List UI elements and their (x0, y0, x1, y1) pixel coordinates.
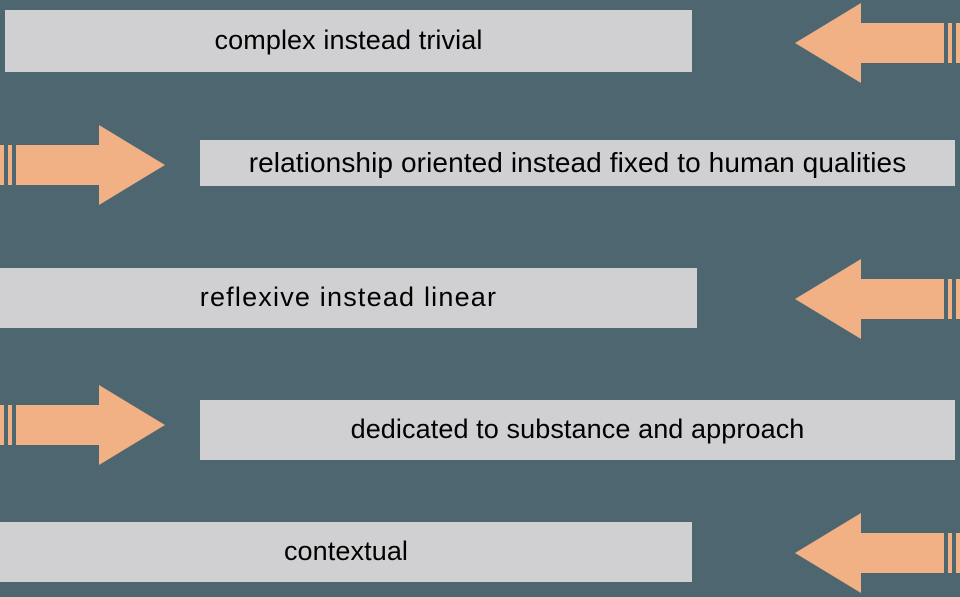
arrow-left-icon-row-5 (793, 510, 960, 596)
label-bar-row-5: contextual (0, 522, 692, 582)
label-text-row-2: relationship oriented instead fixed to h… (248, 146, 907, 178)
label-bar-row-3: reflexive instead linear (0, 268, 697, 328)
label-text-row-5: contextual (283, 536, 409, 567)
label-text-row-3: reflexive instead linear (199, 282, 498, 313)
arrow-right-icon-row-4 (0, 382, 167, 468)
label-text-row-4: dedicated to substance and approach (350, 414, 805, 445)
label-text-row-1: complex instead trivial (214, 25, 483, 56)
label-bar-row-2: relationship oriented instead fixed to h… (200, 140, 955, 186)
label-bar-row-1: complex instead trivial (5, 10, 692, 72)
arrow-left-icon-row-1 (793, 0, 960, 86)
arrow-left-icon-row-3 (793, 256, 960, 342)
arrow-right-icon-row-2 (0, 122, 167, 208)
label-bar-row-4: dedicated to substance and approach (200, 400, 955, 460)
